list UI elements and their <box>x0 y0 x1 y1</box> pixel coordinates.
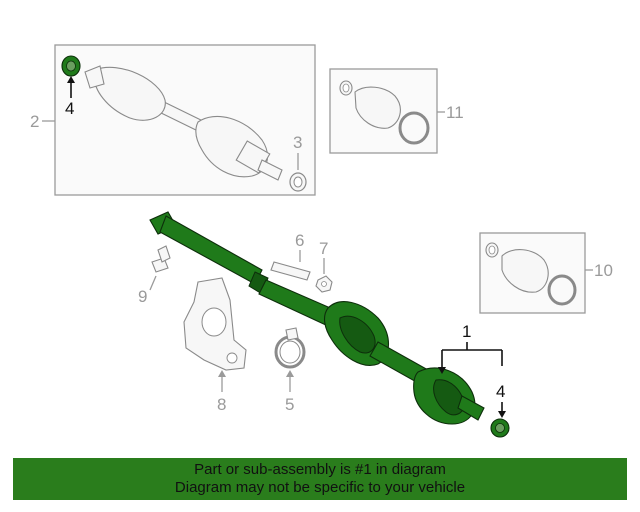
nut-7 <box>315 275 333 293</box>
axle-assembly-1 <box>149 211 510 438</box>
inset-box-boot-kit-11 <box>329 68 438 154</box>
callout-4-top: 4 <box>65 99 74 118</box>
callout-2: 2 <box>30 112 39 131</box>
callout-11: 11 <box>446 103 464 122</box>
banner-line-2: Diagram may not be specific to your vehi… <box>174 479 466 496</box>
stud-6 <box>270 261 311 281</box>
inset-box-boot-kit-10 <box>479 232 586 314</box>
bolt-9 <box>151 245 171 273</box>
callout-5: 5 <box>285 395 294 414</box>
callout-10: 10 <box>594 261 613 280</box>
bracket-8 <box>183 277 247 371</box>
callout-8: 8 <box>217 395 226 414</box>
callout-6: 6 <box>295 231 304 250</box>
callout-4-bottom: 4 <box>496 382 505 401</box>
clamp-ring-5 <box>274 327 306 369</box>
banner-line-1: Part or sub-assembly is #1 in diagram <box>194 461 446 478</box>
callout-9: 9 <box>138 287 147 306</box>
callout-1: 1 <box>462 322 471 341</box>
inset-box-shaft-2 <box>54 44 316 196</box>
callout-7: 7 <box>319 239 328 258</box>
info-banner: Part or sub-assembly is #1 in diagram Di… <box>13 458 627 500</box>
callout-3: 3 <box>293 133 302 152</box>
